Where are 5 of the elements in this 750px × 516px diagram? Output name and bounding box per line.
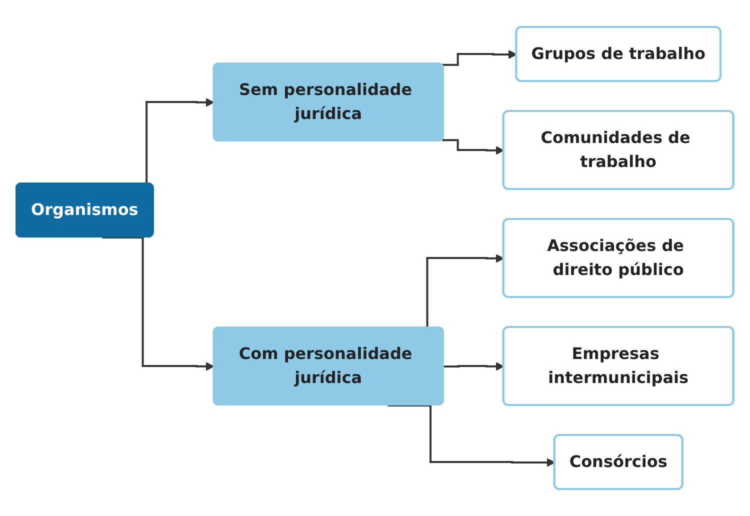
arrow bbox=[102, 236, 215, 371]
arrow bbox=[442, 50, 518, 66]
arrow bbox=[442, 139, 505, 155]
arrow bbox=[444, 362, 505, 371]
arrow bbox=[388, 404, 556, 467]
